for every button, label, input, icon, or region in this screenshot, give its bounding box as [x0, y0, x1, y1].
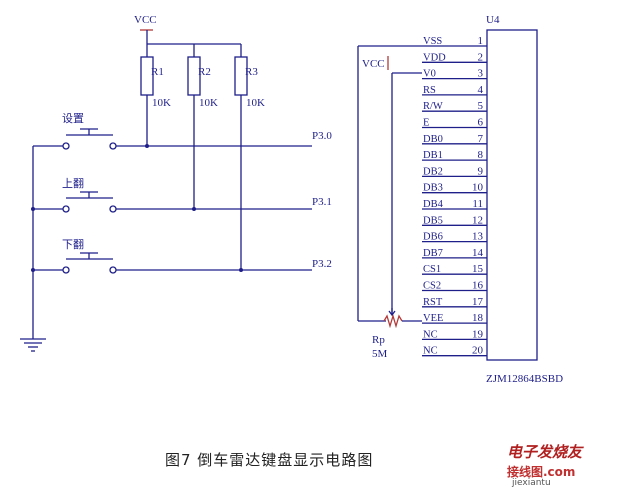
- lcd-pin-number: 5: [478, 100, 484, 112]
- lcd-pin-number: 10: [472, 182, 484, 194]
- watermark-subtext: 接线图.com: [507, 465, 576, 479]
- port-label: P3.0: [312, 130, 332, 142]
- lcd-pin-name: E: [423, 118, 429, 129]
- r3-value: 10K: [246, 97, 265, 109]
- lcd-pin-name: NC: [423, 329, 438, 340]
- lcd-pin-name: DB3: [423, 183, 443, 194]
- r1-ref: R1: [151, 66, 164, 78]
- port-label: P3.2: [312, 258, 332, 270]
- r2-value: 10K: [199, 97, 218, 109]
- r1-value: 10K: [152, 97, 171, 109]
- lcd-pin-name: RST: [423, 297, 443, 308]
- lcd-pin-number: 17: [472, 296, 484, 308]
- lcd-pin-number: 15: [472, 263, 484, 275]
- lcd-vcc-label: VCC: [362, 58, 385, 70]
- r2-ref: R2: [198, 66, 211, 78]
- lcd-pin-name: CS1: [423, 264, 441, 275]
- button-label: 下翻: [62, 237, 84, 251]
- lcd-part-number: ZJM12864BSBD: [486, 373, 563, 385]
- lcd-pin-number: 11: [472, 198, 483, 210]
- lcd-pin-number: 3: [478, 68, 484, 80]
- lcd-pin-number: 6: [478, 117, 484, 129]
- port-label: P3.1: [312, 196, 332, 208]
- lcd-pin-number: 20: [472, 345, 484, 357]
- pot-ref: Rp: [372, 334, 385, 346]
- lcd-pin-name: DB5: [423, 215, 443, 226]
- lcd-pin-number: 7: [478, 133, 484, 145]
- lcd-pin-name: DB0: [423, 134, 443, 145]
- pushbutton-icon: [62, 191, 117, 213]
- lcd-pin-name: DB7: [423, 248, 443, 259]
- lcd-pin-number: 19: [472, 328, 484, 340]
- lcd-module-body: [486, 29, 538, 361]
- lcd-pin-number: 9: [478, 165, 484, 177]
- watermark-url: jiexiantu: [512, 478, 551, 488]
- pushbutton-icon: [62, 128, 117, 150]
- figure-caption: 图7 倒车雷达键盘显示电路图: [165, 451, 374, 469]
- lcd-pin-name: R/W: [423, 101, 443, 112]
- lcd-pin-name: VDD: [423, 52, 446, 63]
- lcd-pin-name: V0: [423, 69, 436, 80]
- ground-icon: [20, 338, 46, 352]
- potentiometer-icon: [383, 308, 403, 329]
- lcd-pin-name: CS2: [423, 281, 441, 292]
- lcd-pin-name: DB1: [423, 150, 443, 161]
- r3-ref: R3: [245, 66, 258, 78]
- vcc-label: VCC: [134, 14, 157, 26]
- lcd-pin-name: VSS: [423, 36, 442, 47]
- lcd-pin-number: 12: [472, 214, 483, 226]
- junction: [31, 207, 35, 211]
- lcd-pin-name: NC: [423, 346, 438, 357]
- pushbutton-icon: [62, 252, 117, 274]
- lcd-pin-name: DB6: [423, 232, 443, 243]
- lcd-pin-number: 16: [472, 280, 484, 292]
- lcd-ref: U4: [486, 14, 500, 26]
- lcd-pin-name: DB2: [423, 166, 443, 177]
- lcd-pin-number: 2: [478, 51, 484, 63]
- watermark-logo-text: 电子发烧友: [507, 443, 583, 461]
- lcd-pin-number: 8: [478, 149, 484, 161]
- lcd-pin-number: 1: [478, 35, 484, 47]
- junction: [31, 268, 35, 272]
- lcd-pin-number: 13: [472, 231, 484, 243]
- pot-value: 5M: [372, 348, 388, 360]
- button-label: 上翻: [62, 176, 84, 190]
- lcd-pin-name: VEE: [423, 313, 443, 324]
- lcd-pin-name: RS: [423, 85, 436, 96]
- lcd-pin-number: 4: [478, 84, 484, 96]
- button-label: 设置: [62, 112, 84, 125]
- lcd-pin-number: 18: [472, 312, 484, 324]
- lcd-pin-number: 14: [472, 247, 484, 259]
- lcd-pin-name: DB4: [423, 199, 444, 210]
